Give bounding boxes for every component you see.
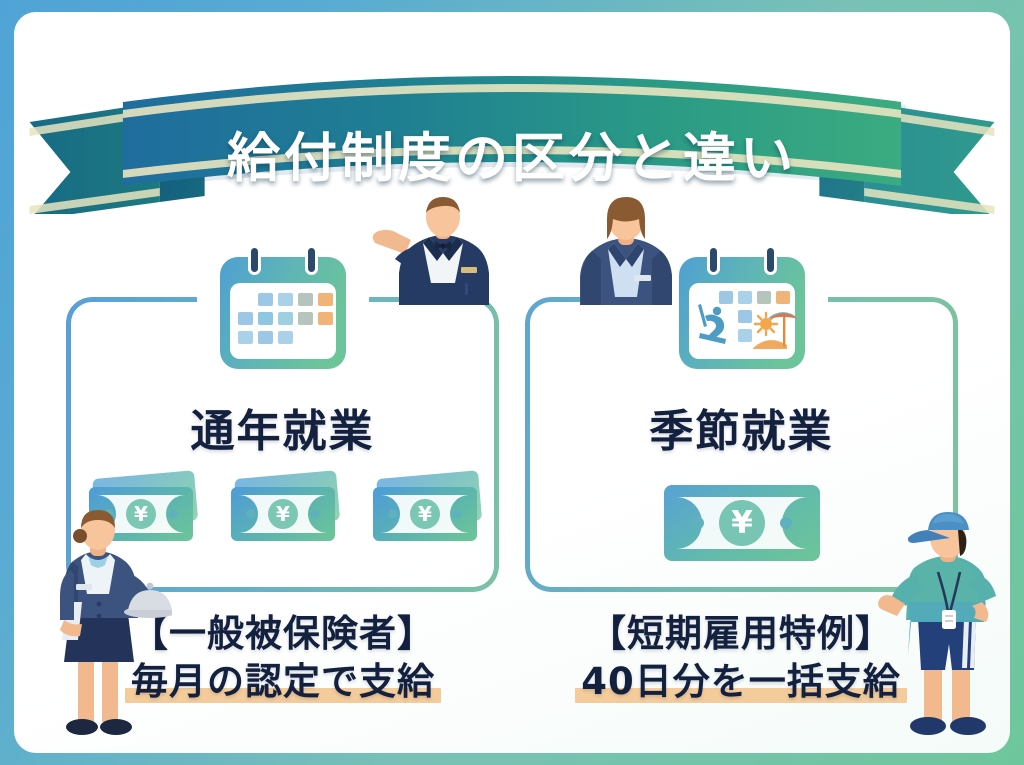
caption-row: 【一般被保険者】 毎月の認定で支給 【短期雇用特例】 40日分を一括支給: [54, 612, 970, 704]
caption-detail: 毎月の認定で支給: [125, 659, 441, 704]
yen-banknote-icon: ¥: [230, 470, 340, 541]
caption-year-round: 【一般被保険者】 毎月の認定で支給: [54, 612, 512, 704]
caption-category: 【一般被保険者】: [131, 612, 435, 655]
caption-category: 【短期雇用特例】: [589, 612, 893, 655]
svg-text:¥: ¥: [134, 502, 148, 526]
female-staff-figure: [570, 195, 690, 305]
caption-detail-text: 40日分を一括支給: [581, 659, 901, 703]
caption-seasonal: 【短期雇用特例】 40日分を一括支給: [512, 612, 970, 704]
title-ribbon: 給付制度の区分と違い: [14, 54, 1010, 214]
svg-text:¥: ¥: [418, 502, 432, 526]
card-seasonal[interactable]: 季節就業 ¥: [525, 245, 958, 592]
money-row: ¥: [525, 475, 958, 571]
svg-text:¥: ¥: [276, 502, 290, 526]
yen-banknote-icon: ¥: [663, 485, 820, 561]
yen-banknote-icon: ¥: [372, 470, 482, 541]
skier-icon: [697, 304, 726, 344]
caption-detail: 40日分を一括支給: [575, 659, 907, 704]
waitress-with-tray-figure: [32, 510, 172, 750]
comparison-cards: 通年就業 ¥: [66, 245, 958, 592]
svg-text:¥: ¥: [731, 505, 753, 541]
beach-umbrella-icon: [752, 312, 799, 349]
money-row: ¥ ¥: [66, 469, 499, 549]
caption-detail-text: 毎月の認定で支給: [131, 659, 435, 703]
calendar-season-icon: [667, 235, 817, 385]
card-title: 通年就業: [190, 406, 375, 457]
content-panel: 給付制度の区分と違い: [14, 12, 1010, 753]
male-host-figure: [369, 195, 509, 305]
calendar-grid-icon: [208, 235, 358, 385]
card-title: 季節就業: [649, 406, 834, 457]
seasonal-worker-figure: [876, 510, 1010, 750]
card-year-round[interactable]: 通年就業 ¥: [66, 245, 499, 592]
